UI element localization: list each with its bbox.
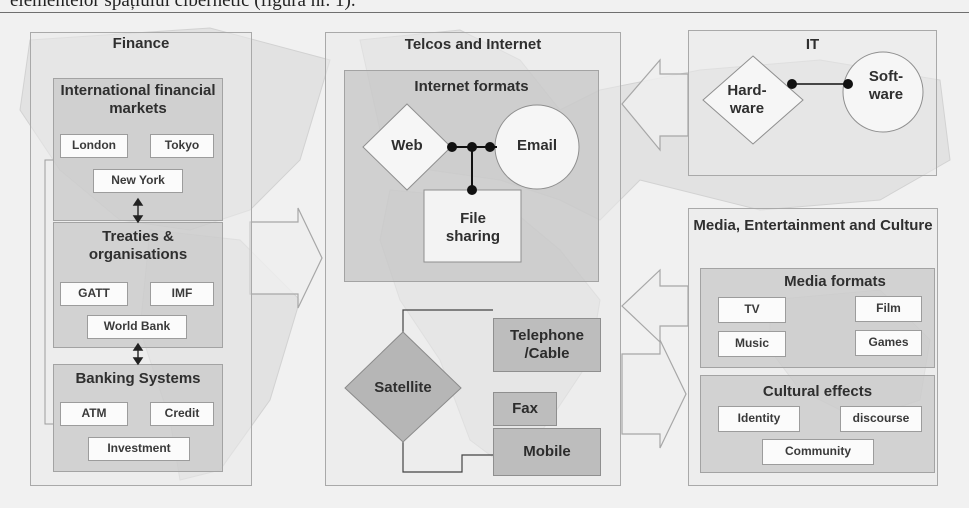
internet-formats-title: Internet formats (414, 78, 529, 95)
treaty-gatt: GATT (60, 282, 128, 306)
culture-community: Community (762, 439, 874, 465)
software-circle (842, 51, 924, 133)
arrow-it-to-telcos (621, 58, 689, 152)
node-dot (447, 142, 457, 152)
web-label: Web (391, 137, 423, 154)
treaties-title: Treaties & organisations (88, 228, 188, 263)
top-rule (0, 12, 969, 13)
it-title: IT (805, 36, 820, 53)
node-dot (843, 79, 853, 89)
web-diamond (362, 103, 452, 191)
file-sharing-label: File sharing (445, 210, 501, 245)
hardware-label: Hard- ware (727, 82, 767, 117)
software-label: Soft- ware (868, 68, 904, 103)
file-sharing-rect (423, 189, 522, 263)
telephone-cable-box: Telephone /Cable (493, 318, 601, 372)
cultural-effects-title: Cultural effects (762, 383, 873, 400)
financial-markets-title: International financial markets (60, 82, 216, 117)
treaty-world-bank: World Bank (87, 315, 187, 339)
culture-discourse: discourse (840, 406, 922, 432)
mobile-box: Mobile (493, 428, 601, 476)
media-music: Music (718, 331, 786, 357)
media-games: Games (855, 330, 922, 356)
node-dot (467, 185, 477, 195)
arrow-finance-to-telcos (249, 207, 323, 309)
media-formats-title: Media formats (784, 273, 886, 290)
node-dot (467, 142, 477, 152)
satellite-label: Satellite (374, 379, 432, 396)
banking-investment: Investment (88, 437, 190, 461)
market-new-york: New York (93, 169, 183, 193)
banking-atm: ATM (60, 402, 128, 426)
node-dot (485, 142, 495, 152)
banking-credit: Credit (150, 402, 214, 426)
banking-title: Banking Systems (75, 370, 201, 387)
treaty-imf: IMF (150, 282, 214, 306)
media-film: Film (855, 296, 922, 322)
arrow-media-to-telcos (621, 268, 689, 344)
arrow-telcos-to-media (621, 339, 687, 449)
page-caption: elementelor spațiului cibernetic (figura… (10, 0, 356, 11)
market-london: London (60, 134, 128, 158)
media-title: Media, Entertainment and Culture (693, 217, 933, 234)
hardware-diamond (702, 55, 804, 145)
telcos-title: Telcos and Internet (404, 36, 542, 53)
node-dot (787, 79, 797, 89)
culture-identity: Identity (718, 406, 800, 432)
media-tv: TV (718, 297, 786, 323)
email-label: Email (516, 137, 558, 154)
fax-box: Fax (493, 392, 557, 426)
finance-title: Finance (112, 35, 170, 52)
satellite-diamond (344, 331, 462, 443)
market-tokyo: Tokyo (150, 134, 214, 158)
